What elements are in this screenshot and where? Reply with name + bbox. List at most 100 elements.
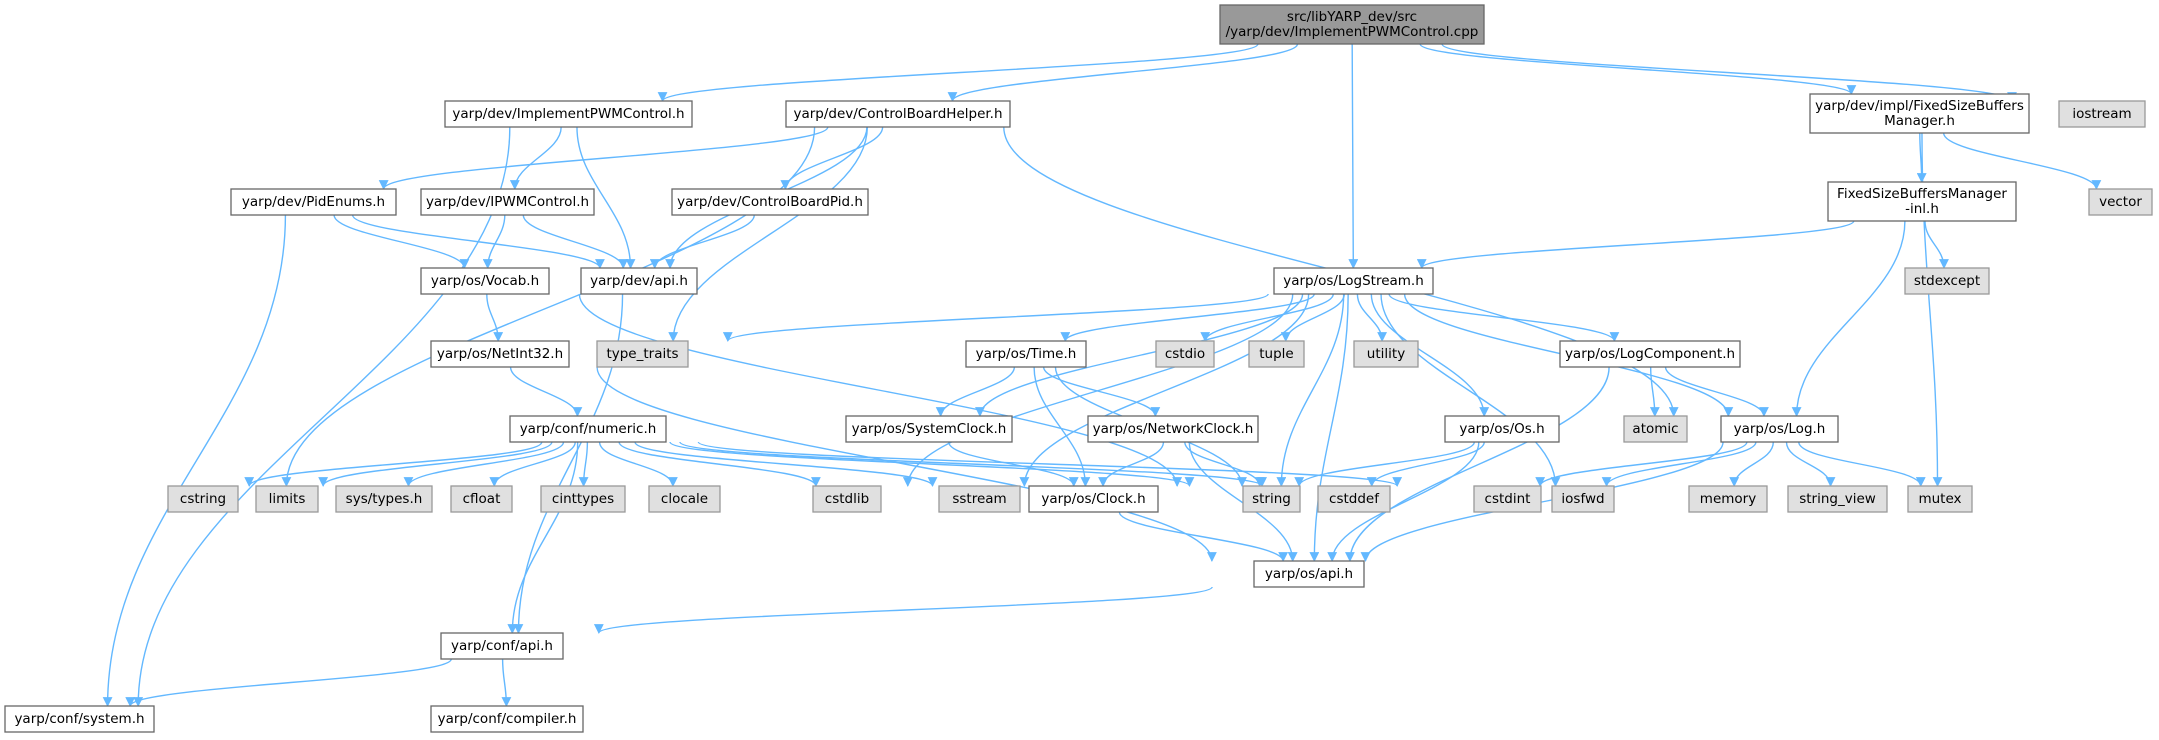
edge-logstream-to-utility [1356, 293, 1387, 342]
node-label-numeric: yarp/conf/numeric.h [520, 421, 657, 437]
edge-root-to-fsbm [1419, 43, 1857, 95]
node-netclock[interactable]: yarp/os/NetworkClock.h [1087, 415, 1259, 443]
edge-numeric-to-limits [318, 441, 553, 487]
node-osapi[interactable]: yarp/os/api.h [1253, 560, 1365, 588]
node-os_h[interactable]: yarp/os/Os.h [1444, 415, 1560, 443]
node-limits: limits [255, 485, 319, 513]
node-box-fsbm_inl [1827, 181, 2017, 222]
node-confapi[interactable]: yarp/conf/api.h [440, 632, 564, 660]
node-memory: memory [1688, 485, 1768, 513]
node-box-memory [1688, 485, 1768, 513]
node-label-clock: yarp/os/Clock.h [1041, 491, 1145, 507]
node-cbhelper[interactable]: yarp/dev/ControlBoardHelper.h [785, 100, 1011, 128]
node-label-root: src/libYARP_dev/src [1287, 9, 1417, 25]
node-fsbm_inl[interactable]: FixedSizeBuffersManager-inl.h [1827, 181, 2017, 222]
node-tuple: tuple [1248, 340, 1305, 368]
node-clock[interactable]: yarp/os/Clock.h [1028, 485, 1159, 513]
node-label-fsbm: Manager.h [1884, 113, 1955, 129]
edge-os_h-to-cstddef [1366, 441, 1485, 487]
edges-layer [102, 43, 2102, 707]
node-box-sstream [938, 485, 1021, 513]
node-time[interactable]: yarp/os/Time.h [965, 340, 1087, 368]
edge-pidenums-to-confsystem [102, 214, 287, 707]
edge-fsbm-to-fsbm_inl [1916, 132, 1927, 183]
node-label-confapi: yarp/conf/api.h [451, 638, 553, 654]
node-vocab[interactable]: yarp/os/Vocab.h [420, 267, 550, 295]
node-box-tuple [1248, 340, 1305, 368]
node-box-string [1242, 485, 1301, 513]
node-label-systypes: sys/types.h [346, 491, 423, 507]
node-box-atomic [1623, 415, 1688, 443]
node-cinttypes: cinttypes [540, 485, 626, 513]
node-box-sysclock [845, 415, 1013, 443]
edge-log-to-string_view [1785, 441, 1836, 487]
node-fsbm[interactable]: yarp/dev/impl/FixedSizeBuffersManager.h [1809, 93, 2030, 134]
edge-logstream-to-type_traits [723, 293, 1269, 342]
edge-implpwm_h-to-ipwm [509, 126, 562, 190]
node-cbpid[interactable]: yarp/dev/ControlBoardPid.h [671, 188, 869, 216]
edge-netint32-to-numeric [509, 366, 583, 417]
node-box-systypes [335, 485, 433, 513]
edge-logstream-to-tuple [1280, 293, 1345, 342]
node-label-devapi: yarp/dev/api.h [590, 273, 688, 289]
edge-log-to-mutex [1798, 441, 1926, 487]
node-box-logcomp [1559, 340, 1741, 368]
node-iostream: iostream [2058, 100, 2146, 128]
node-devapi[interactable]: yarp/dev/api.h [580, 267, 698, 295]
edge-numeric-to-cstdint [697, 441, 1402, 487]
node-box-cbhelper [785, 100, 1011, 128]
node-logstream[interactable]: yarp/os/LogStream.h [1273, 267, 1434, 295]
edge-root-to-implpwm_h [657, 43, 1259, 102]
node-netint32[interactable]: yarp/os/NetInt32.h [430, 340, 570, 368]
node-root[interactable]: src/libYARP_dev/src/yarp/dev/ImplementPW… [1219, 4, 1485, 45]
node-sysclock[interactable]: yarp/os/SystemClock.h [845, 415, 1013, 443]
node-box-clock [1028, 485, 1159, 513]
node-box-confapi [440, 632, 564, 660]
node-label-mutex: mutex [1918, 491, 1961, 507]
node-logcomp[interactable]: yarp/os/LogComponent.h [1559, 340, 1741, 368]
node-cstdlib: cstdlib [812, 485, 882, 513]
node-log[interactable]: yarp/os/Log.h [1720, 415, 1839, 443]
node-implpwm_h[interactable]: yarp/dev/ImplementPWMControl.h [444, 100, 693, 128]
node-label-fsbm_inl: -inl.h [1905, 201, 1939, 217]
node-label-utility: utility [1367, 346, 1405, 362]
edge-logstream-to-sstream [1019, 293, 1310, 487]
node-stdexcept: stdexcept [1904, 267, 1990, 295]
edge-cbpid-to-devapi [649, 214, 755, 269]
node-box-string_view [1787, 485, 1888, 513]
node-numeric[interactable]: yarp/conf/numeric.h [509, 415, 667, 443]
edge-numeric-to-clocale [598, 441, 678, 487]
edge-root-to-logstream [1348, 43, 1359, 269]
node-string_view: string_view [1787, 485, 1888, 513]
edge-time-to-clock [1033, 366, 1091, 487]
edge-log-to-memory [1729, 441, 1775, 487]
edge-root-to-iostream [1441, 43, 2017, 102]
node-cstring: cstring [167, 485, 239, 513]
edge-osapi-to-confapi [594, 586, 1213, 634]
node-label-cstdio: cstdio [1165, 346, 1205, 362]
node-label-sysclock: yarp/os/SystemClock.h [852, 421, 1007, 437]
edge-netclock-to-clock [1098, 441, 1165, 487]
node-pidenums[interactable]: yarp/dev/PidEnums.h [230, 188, 397, 216]
edge-pidenums-to-devapi [351, 214, 605, 269]
node-ipwm[interactable]: yarp/dev/IPWMControl.h [420, 188, 595, 216]
node-label-time: yarp/os/Time.h [976, 346, 1077, 362]
node-box-stdexcept [1904, 267, 1990, 295]
node-box-root [1219, 4, 1485, 45]
node-label-clocale: clocale [661, 491, 708, 507]
node-box-mutex [1907, 485, 1973, 513]
edge-vocab-to-string [578, 293, 1182, 487]
node-label-cbpid: yarp/dev/ControlBoardPid.h [677, 194, 863, 210]
edge-cbhelper-to-type_traits [668, 126, 869, 342]
node-confsystem[interactable]: yarp/conf/system.h [4, 705, 155, 733]
edge-logstream-to-time [1060, 293, 1315, 342]
node-compiler[interactable]: yarp/conf/compiler.h [430, 705, 584, 733]
node-box-compiler [430, 705, 584, 733]
node-box-cstdlib [812, 485, 882, 513]
node-label-root: /yarp/dev/ImplementPWMControl.cpp [1226, 24, 1479, 40]
edge-fsbm_inl-to-stdexcept [1924, 220, 1949, 269]
node-label-os_h: yarp/os/Os.h [1459, 421, 1544, 437]
nodes-layer: src/libYARP_dev/src/yarp/dev/ImplementPW… [4, 4, 2153, 733]
node-box-cbpid [671, 188, 869, 216]
